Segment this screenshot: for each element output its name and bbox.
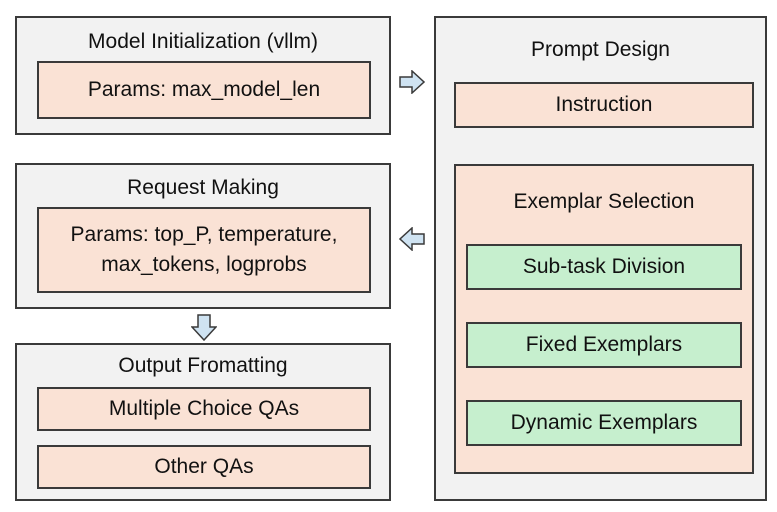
output-formatting-title: Output Fromatting	[118, 354, 288, 377]
request-params-line-1: Params: top_P, temperature,	[70, 223, 338, 246]
output-formatting-panel: Output Fromatting Multiple Choice QAs Ot…	[15, 343, 391, 501]
arrow-left-icon	[399, 227, 425, 251]
exemplar-selection-box: Exemplar Selection Sub-task Division Fix…	[454, 164, 754, 474]
prompt-design-title: Prompt Design	[531, 38, 670, 61]
sub-task-division-box: Sub-task Division	[466, 244, 742, 290]
request-making-panel: Request Making Params: top_P, temperatur…	[15, 163, 391, 309]
multiple-choice-qas-box: Multiple Choice QAs	[37, 387, 371, 431]
prompt-design-panel: Prompt Design Instruction Exemplar Selec…	[434, 16, 767, 501]
dynamic-exemplars-box: Dynamic Exemplars	[466, 400, 742, 446]
exemplar-selection-title: Exemplar Selection	[513, 190, 695, 213]
request-making-title: Request Making	[127, 176, 279, 199]
instruction-box: Instruction	[454, 82, 754, 128]
other-qas-box: Other QAs	[37, 445, 371, 489]
request-params-box: Params: top_P, temperature, max_tokens, …	[37, 207, 371, 293]
request-params-line-2: max_tokens, logprobs	[101, 253, 307, 276]
arrow-right-icon	[399, 70, 425, 94]
model-initialization-title: Model Initialization (vllm)	[88, 30, 318, 53]
model-params-box: Params: max_model_len	[37, 61, 371, 119]
arrow-down-icon	[191, 314, 217, 341]
fixed-exemplars-box: Fixed Exemplars	[466, 322, 742, 368]
model-initialization-panel: Model Initialization (vllm) Params: max_…	[15, 16, 391, 135]
